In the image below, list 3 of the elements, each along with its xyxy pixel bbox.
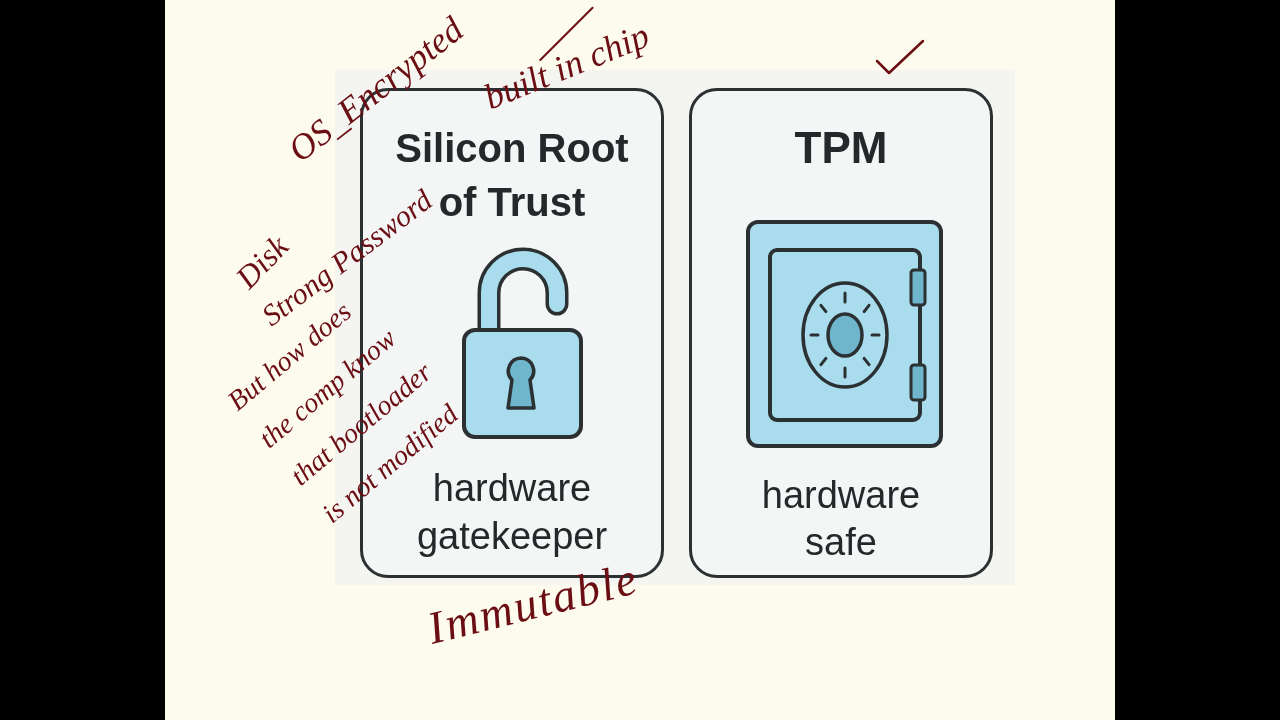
card-title: TPM: [793, 122, 889, 174]
card: [689, 88, 993, 578]
card-subtitle: hardware safe: [760, 473, 922, 565]
